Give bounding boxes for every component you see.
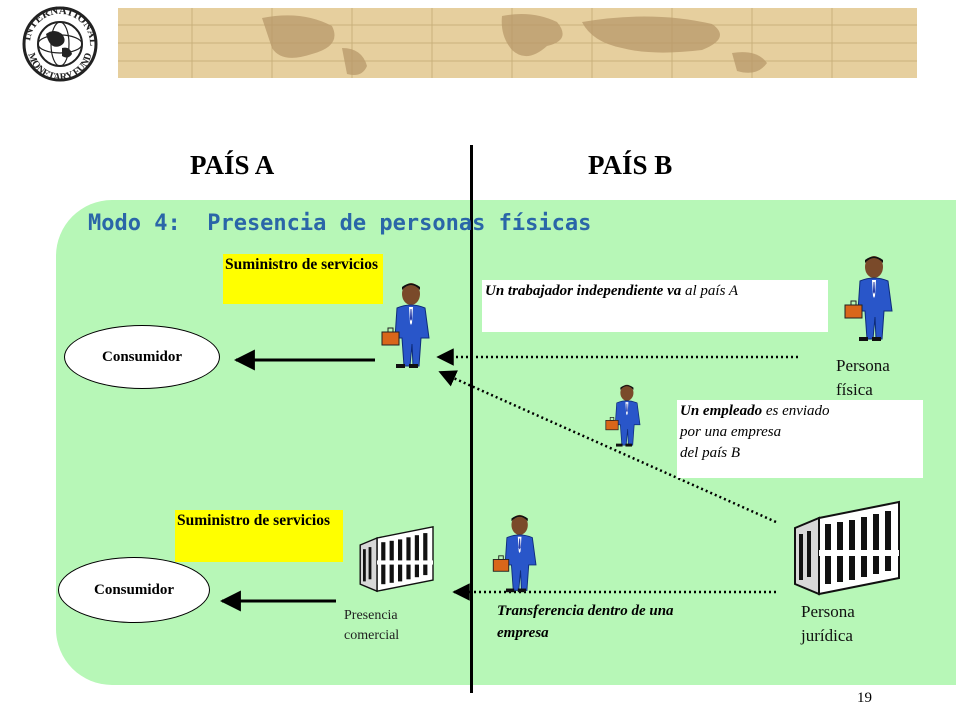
employee-dotted-arrow bbox=[438, 370, 777, 524]
imf-seal-icon: INTERNATIONAL MONETARY FUND bbox=[6, 4, 118, 84]
top-consumer-oval: Consumidor bbox=[64, 325, 220, 389]
world-map-banner bbox=[112, 8, 917, 78]
employee-text-box: Un empleado es enviado por una empresa d… bbox=[677, 400, 923, 478]
freelancer-text-bold: Un trabajador independiente va bbox=[485, 283, 682, 299]
top-consumer-label: Consumidor bbox=[101, 348, 183, 365]
world-map-icon bbox=[112, 8, 917, 78]
top-supply-label: Suministro de servicios bbox=[223, 254, 383, 304]
imf-logo: INTERNATIONAL MONETARY FUND bbox=[6, 4, 118, 84]
country-a-heading: PAÍS A bbox=[190, 150, 275, 180]
office-building-icon bbox=[794, 500, 900, 596]
bottom-consumer-label: Consumidor bbox=[93, 581, 175, 598]
bottom-supply-label: Suministro de servicios bbox=[175, 510, 343, 562]
page-number: 19 bbox=[857, 690, 872, 706]
country-b-heading: PAÍS B bbox=[588, 150, 673, 180]
businessman-icon bbox=[381, 283, 430, 368]
bottom-consumer-oval: Consumidor bbox=[58, 557, 210, 623]
natural-person-label: Persona física bbox=[836, 356, 890, 399]
employee-text-line2: por una empresa bbox=[680, 424, 782, 440]
commercial-presence-label: Presencia comercial bbox=[344, 608, 400, 643]
legal-person-label: Persona jurídica bbox=[801, 602, 855, 645]
office-building-icon bbox=[359, 525, 434, 593]
employee-text-line3: del país B bbox=[680, 445, 740, 461]
country-divider bbox=[470, 145, 473, 693]
freelancer-text-rest: al país A bbox=[681, 283, 739, 299]
transfer-label: Transferencia dentro de una empresa bbox=[497, 603, 674, 641]
businessman-icon bbox=[492, 514, 537, 593]
employee-text-bold: Un empleado bbox=[680, 403, 763, 419]
freelancer-text-box: Un trabajador independiente va al país A bbox=[482, 280, 828, 332]
mode-title: Modo 4: Presencia de personas físicas bbox=[88, 211, 592, 236]
employee-text-line1: es enviado bbox=[762, 403, 830, 419]
businessman-icon bbox=[844, 256, 893, 341]
businessman-icon bbox=[605, 384, 641, 447]
